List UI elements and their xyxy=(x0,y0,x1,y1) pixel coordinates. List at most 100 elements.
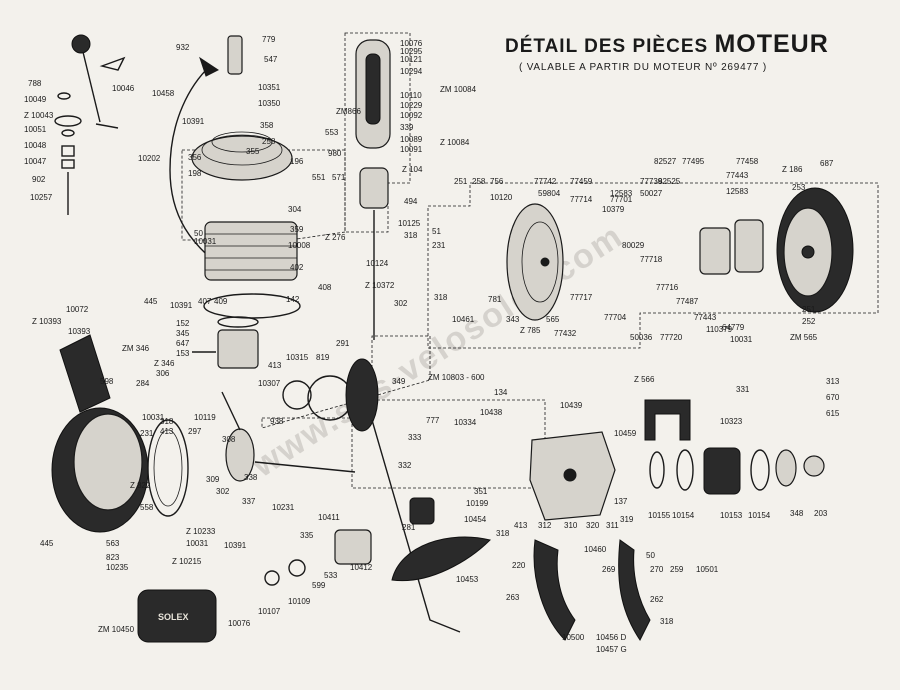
part-number-label: 10031 xyxy=(142,413,165,422)
part-number-label: 10199 xyxy=(466,499,489,508)
part-number-label: 358 xyxy=(260,121,274,130)
crankcase-gasket xyxy=(147,419,189,517)
stator-ring xyxy=(521,221,559,303)
part-number-label: 10295 xyxy=(400,47,423,56)
part-number-label: 407 xyxy=(198,297,212,306)
clutch-group-outline xyxy=(351,399,546,489)
part-number-label: ZM 10450 xyxy=(98,625,135,634)
part-number-label: 251 xyxy=(802,305,816,314)
part-number-label: 77742 xyxy=(534,177,557,186)
part-number-label: 10412 xyxy=(350,563,373,572)
part-number-label: ZM 565 xyxy=(790,333,818,342)
part-number-label: 10323 xyxy=(720,417,743,426)
part-number-label: 258 xyxy=(472,177,486,186)
part-number-label: 10257 xyxy=(30,193,53,202)
cylinder xyxy=(203,221,301,319)
part-number-label: 10231 xyxy=(272,503,295,512)
part-number-label: 259 xyxy=(670,565,684,574)
part-number-label: 270 xyxy=(650,565,664,574)
part-number-label: Z 10393 xyxy=(32,317,62,326)
part-number-label: 312 xyxy=(538,521,552,530)
part-number-label: 413 xyxy=(514,521,528,530)
part-number-label: 10202 xyxy=(138,154,161,163)
part-number-label: 308 xyxy=(222,435,236,444)
part-number-label: 291 xyxy=(336,339,350,348)
part-number-label: 788 xyxy=(28,79,42,88)
part-number-label: 10453 xyxy=(456,575,479,584)
part-number-label: Z 10043 xyxy=(24,111,54,120)
cylinder-body xyxy=(204,221,298,281)
part-number-label: 198 xyxy=(188,169,202,178)
part-number-label: 10438 xyxy=(480,408,503,417)
part-number-label: 779 xyxy=(262,35,276,44)
part-number-label: 615 xyxy=(826,409,840,418)
part-number-label: 252 xyxy=(802,317,816,326)
part-number-label: 82527 xyxy=(654,157,677,166)
part-number-label: ZM 10084 xyxy=(440,85,477,94)
fuel-tank: SOLEX xyxy=(137,589,217,643)
part-number-label: 51 xyxy=(432,227,441,236)
page-subtitle: ( VALABLE A PARTIR DU MOTEUR Nº 269477 ) xyxy=(519,62,767,73)
part-number-label: 77717 xyxy=(570,293,593,302)
part-number-label: 10461 xyxy=(452,315,475,324)
pedal-block xyxy=(409,497,435,525)
plug-cap xyxy=(199,56,219,77)
part-number-label: 333 xyxy=(408,433,422,442)
part-number-label: 359 xyxy=(290,225,304,234)
part-number-label: 571 xyxy=(332,173,346,182)
cover-plate xyxy=(334,529,372,565)
part-number-label: ZM 346 xyxy=(122,344,150,353)
solex-logo: SOLEX xyxy=(158,612,189,622)
part-number-label: 402 xyxy=(290,263,304,272)
roller-bracket xyxy=(644,399,691,441)
tank-body xyxy=(137,589,217,643)
magneto-stator xyxy=(506,203,564,321)
part-number-label: 318 xyxy=(434,293,448,302)
part-number-label: 647 xyxy=(176,339,190,348)
magneto-group-outline xyxy=(427,182,879,349)
part-number-label: 50 xyxy=(194,229,203,238)
head-fin xyxy=(201,134,283,166)
part-number-label: 533 xyxy=(324,571,338,580)
mounting-brackets xyxy=(533,539,651,641)
part-number-label: 304 xyxy=(288,205,302,214)
nut xyxy=(61,159,75,169)
part-number-label: 349 xyxy=(392,377,406,386)
part-number-label: 10458 xyxy=(152,89,175,98)
lever-knob xyxy=(71,34,91,54)
part-number-label: 262 xyxy=(650,595,664,604)
connecting-rod xyxy=(221,391,241,431)
stator-hub xyxy=(540,257,550,267)
part-number-label: 10391 xyxy=(182,117,205,126)
part-number-label: 110379 xyxy=(706,325,733,334)
part-number-label: 10046 xyxy=(112,84,135,93)
part-number-label: 297 xyxy=(188,427,202,436)
part-number-label: 10047 xyxy=(24,157,47,166)
part-number-label: 10031 xyxy=(186,539,209,548)
title-block: DÉTAIL DES PIÈCES MOTEUR ( VALABLE A PAR… xyxy=(505,30,835,73)
part-number-label: Z 104 xyxy=(402,165,423,174)
part-number-label: 781 xyxy=(488,295,502,304)
part-number-label: 10072 xyxy=(66,305,89,314)
part-number-label: 77432 xyxy=(554,329,577,338)
part-number-label: 902 xyxy=(32,175,46,184)
part-number-label: 10393 xyxy=(68,327,91,336)
part-number-label: 59804 xyxy=(538,189,561,198)
crankcase-cover xyxy=(51,334,149,533)
part-number-label: 10154 xyxy=(672,511,695,520)
part-number-label: 10089 xyxy=(400,135,423,144)
part-number-label: 319 xyxy=(620,515,634,524)
part-number-label: 10500 xyxy=(562,633,585,642)
part-number-label: 77716 xyxy=(656,283,679,292)
washer xyxy=(61,129,75,137)
coil xyxy=(699,227,731,275)
part-number-label: 318 xyxy=(660,617,674,626)
carb-float-bowl xyxy=(359,167,389,209)
small-parts-stack xyxy=(54,92,82,215)
washer xyxy=(54,115,82,127)
part-number-label: 310 xyxy=(564,521,578,530)
roller-washer xyxy=(649,451,665,489)
part-number-label: 10457 G xyxy=(596,645,627,654)
part-number-label: 445 xyxy=(40,539,54,548)
page-title: DÉTAIL DES PIÈCES MOTEUR xyxy=(505,30,835,59)
